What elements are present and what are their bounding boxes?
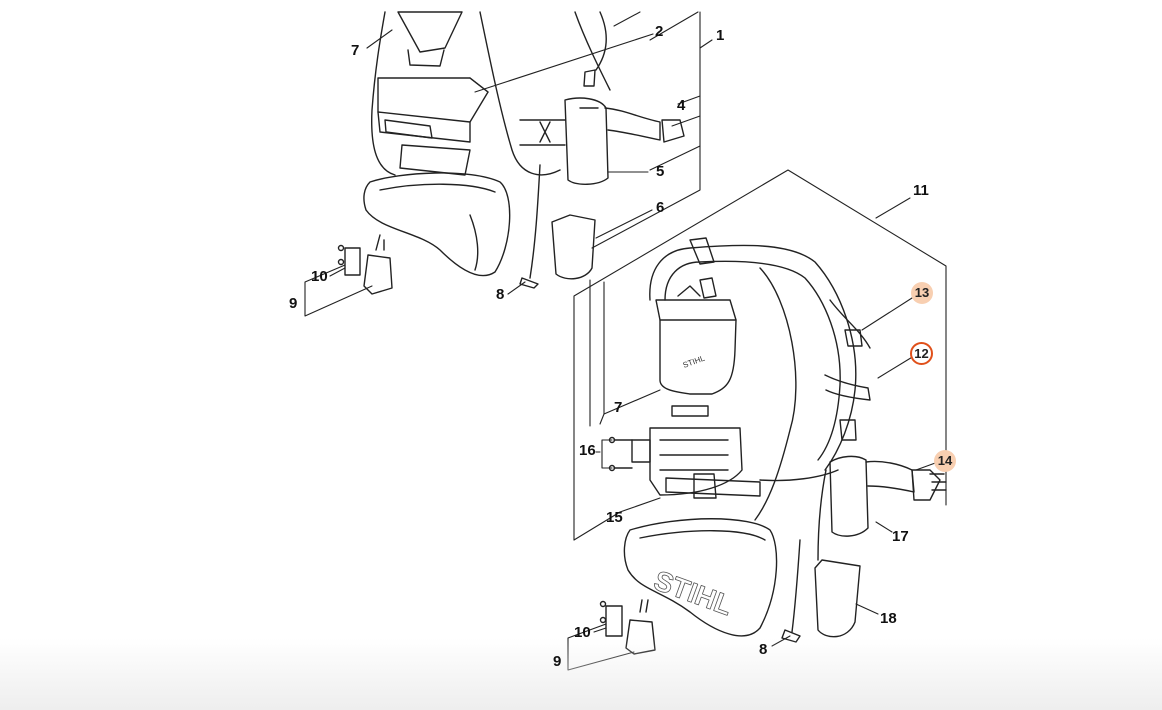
lower-backpack-illustration: STIHL STIHL bbox=[599, 237, 947, 655]
callout-12-selected[interactable]: 12 bbox=[910, 342, 933, 365]
callout-13-highlighted[interactable]: 13 bbox=[911, 282, 933, 304]
callout-9-lower[interactable]: 9 bbox=[553, 653, 562, 670]
callout-6-upper[interactable]: 6 bbox=[656, 199, 665, 216]
callout-5-upper[interactable]: 5 bbox=[656, 163, 665, 180]
callout-8-upper[interactable]: 8 bbox=[496, 286, 505, 303]
stihl-logo-holder: STIHL bbox=[682, 353, 707, 369]
stihl-logo-pouch: STIHL bbox=[650, 565, 737, 622]
callout-16[interactable]: 16 bbox=[579, 442, 596, 459]
callout-2-upper[interactable]: 2 bbox=[655, 23, 664, 40]
callout-9-upper[interactable]: 9 bbox=[289, 295, 298, 312]
upper-backpack-illustration bbox=[337, 11, 685, 295]
upper-leader-lines bbox=[304, 11, 713, 317]
callout-15[interactable]: 15 bbox=[606, 509, 623, 526]
callout-10-upper[interactable]: 10 bbox=[311, 268, 328, 285]
callout-8-lower[interactable]: 8 bbox=[759, 641, 768, 658]
callout-18[interactable]: 18 bbox=[880, 610, 897, 627]
bottom-shade bbox=[0, 638, 1162, 710]
callout-10-lower[interactable]: 10 bbox=[574, 624, 591, 641]
lower-leader-lines bbox=[567, 169, 947, 671]
callout-7-upper[interactable]: 7 bbox=[351, 42, 360, 59]
callout-17[interactable]: 17 bbox=[892, 528, 909, 545]
callout-11[interactable]: 11 bbox=[913, 182, 929, 199]
callout-4-upper[interactable]: 4 bbox=[677, 97, 686, 114]
callout-1-upper[interactable]: 1 bbox=[716, 27, 725, 44]
callout-7-lower[interactable]: 7 bbox=[614, 399, 623, 416]
callout-14-highlighted[interactable]: 14 bbox=[934, 450, 956, 472]
